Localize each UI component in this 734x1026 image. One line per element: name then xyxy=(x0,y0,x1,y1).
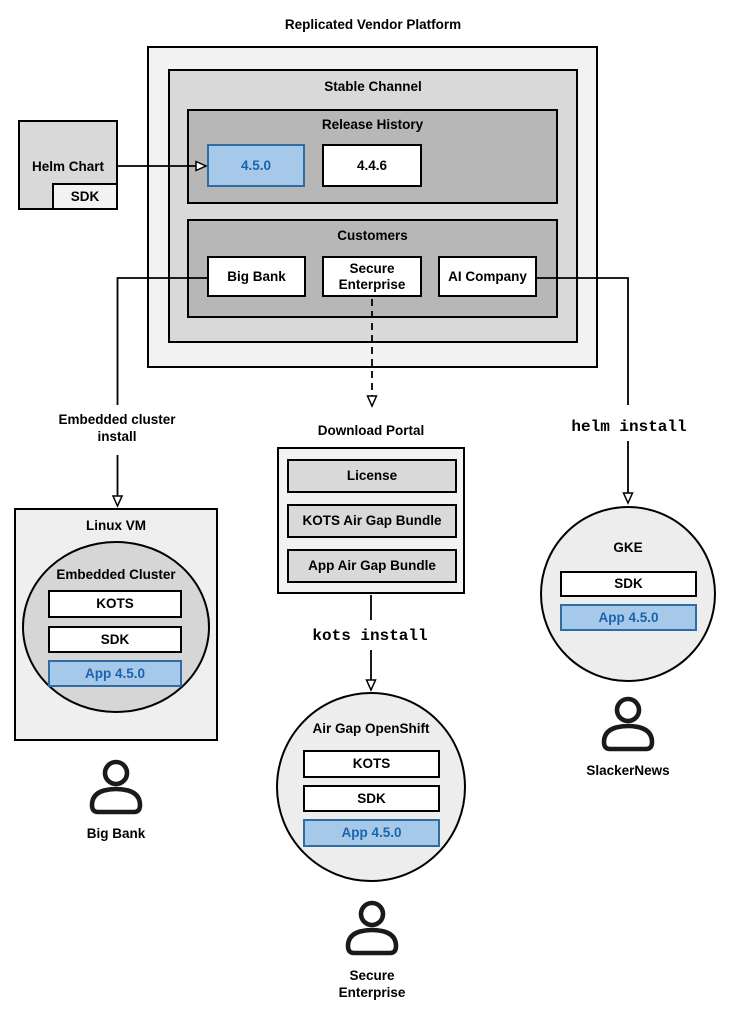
openshift-sdk-box: SDK xyxy=(303,785,440,812)
helm-chart-label: Helm Chart xyxy=(31,159,104,174)
helm-chart-sdk-box: SDK xyxy=(52,183,118,210)
portal-app-airgap-bundle-box: App Air Gap Bundle xyxy=(287,549,457,583)
portal-license-box: License xyxy=(287,459,457,493)
secure-enterprise-user-label: Secure Enterprise xyxy=(338,968,406,1000)
user-icon xyxy=(89,758,143,816)
air-gap-openshift-label: Air Gap OpenShift xyxy=(312,721,430,736)
release-version-box-450: 4.5.0 xyxy=(207,144,305,187)
slackernews-user-label: SlackerNews xyxy=(586,763,670,778)
arrowhead-down-portal xyxy=(366,395,378,408)
release-version-box-446: 4.4.6 xyxy=(322,144,422,187)
customer-ai-company-box: AI Company xyxy=(438,256,537,297)
helm-install-label: helm install xyxy=(571,418,687,436)
linux-vm-app-box: App 4.5.0 xyxy=(48,660,182,687)
release-history-label: Release History xyxy=(321,117,424,132)
embedded-cluster-install-label: Embedded cluster install xyxy=(58,412,176,444)
download-portal-label: Download Portal xyxy=(317,423,425,438)
big-bank-user-label: Big Bank xyxy=(86,826,146,841)
gke-label: GKE xyxy=(613,540,643,555)
linux-vm-sdk-box: SDK xyxy=(48,626,182,653)
gke-app-box: App 4.5.0 xyxy=(560,604,697,631)
stable-channel-label: Stable Channel xyxy=(324,79,422,94)
customers-label: Customers xyxy=(337,228,408,243)
customer-big-bank-box: Big Bank xyxy=(207,256,306,297)
linux-vm-kots-box: KOTS xyxy=(48,590,182,618)
arrowhead-down-openshift xyxy=(365,679,377,692)
customer-secure-enterprise-box: Secure Enterprise xyxy=(322,256,422,297)
arrowhead-down-gke xyxy=(622,492,634,505)
openshift-kots-box: KOTS xyxy=(303,750,440,778)
portal-kots-airgap-bundle-box: KOTS Air Gap Bundle xyxy=(287,504,457,538)
user-icon xyxy=(601,695,655,753)
user-icon xyxy=(345,899,399,957)
kots-install-label: kots install xyxy=(312,627,428,645)
linux-vm-label: Linux VM xyxy=(86,518,146,533)
gke-sdk-box: SDK xyxy=(560,571,697,597)
openshift-app-box: App 4.5.0 xyxy=(303,819,440,847)
diagram-title: Replicated Vendor Platform xyxy=(284,17,462,32)
embedded-cluster-label: Embedded Cluster xyxy=(56,567,176,582)
arrowhead-down-linuxvm xyxy=(111,495,124,508)
